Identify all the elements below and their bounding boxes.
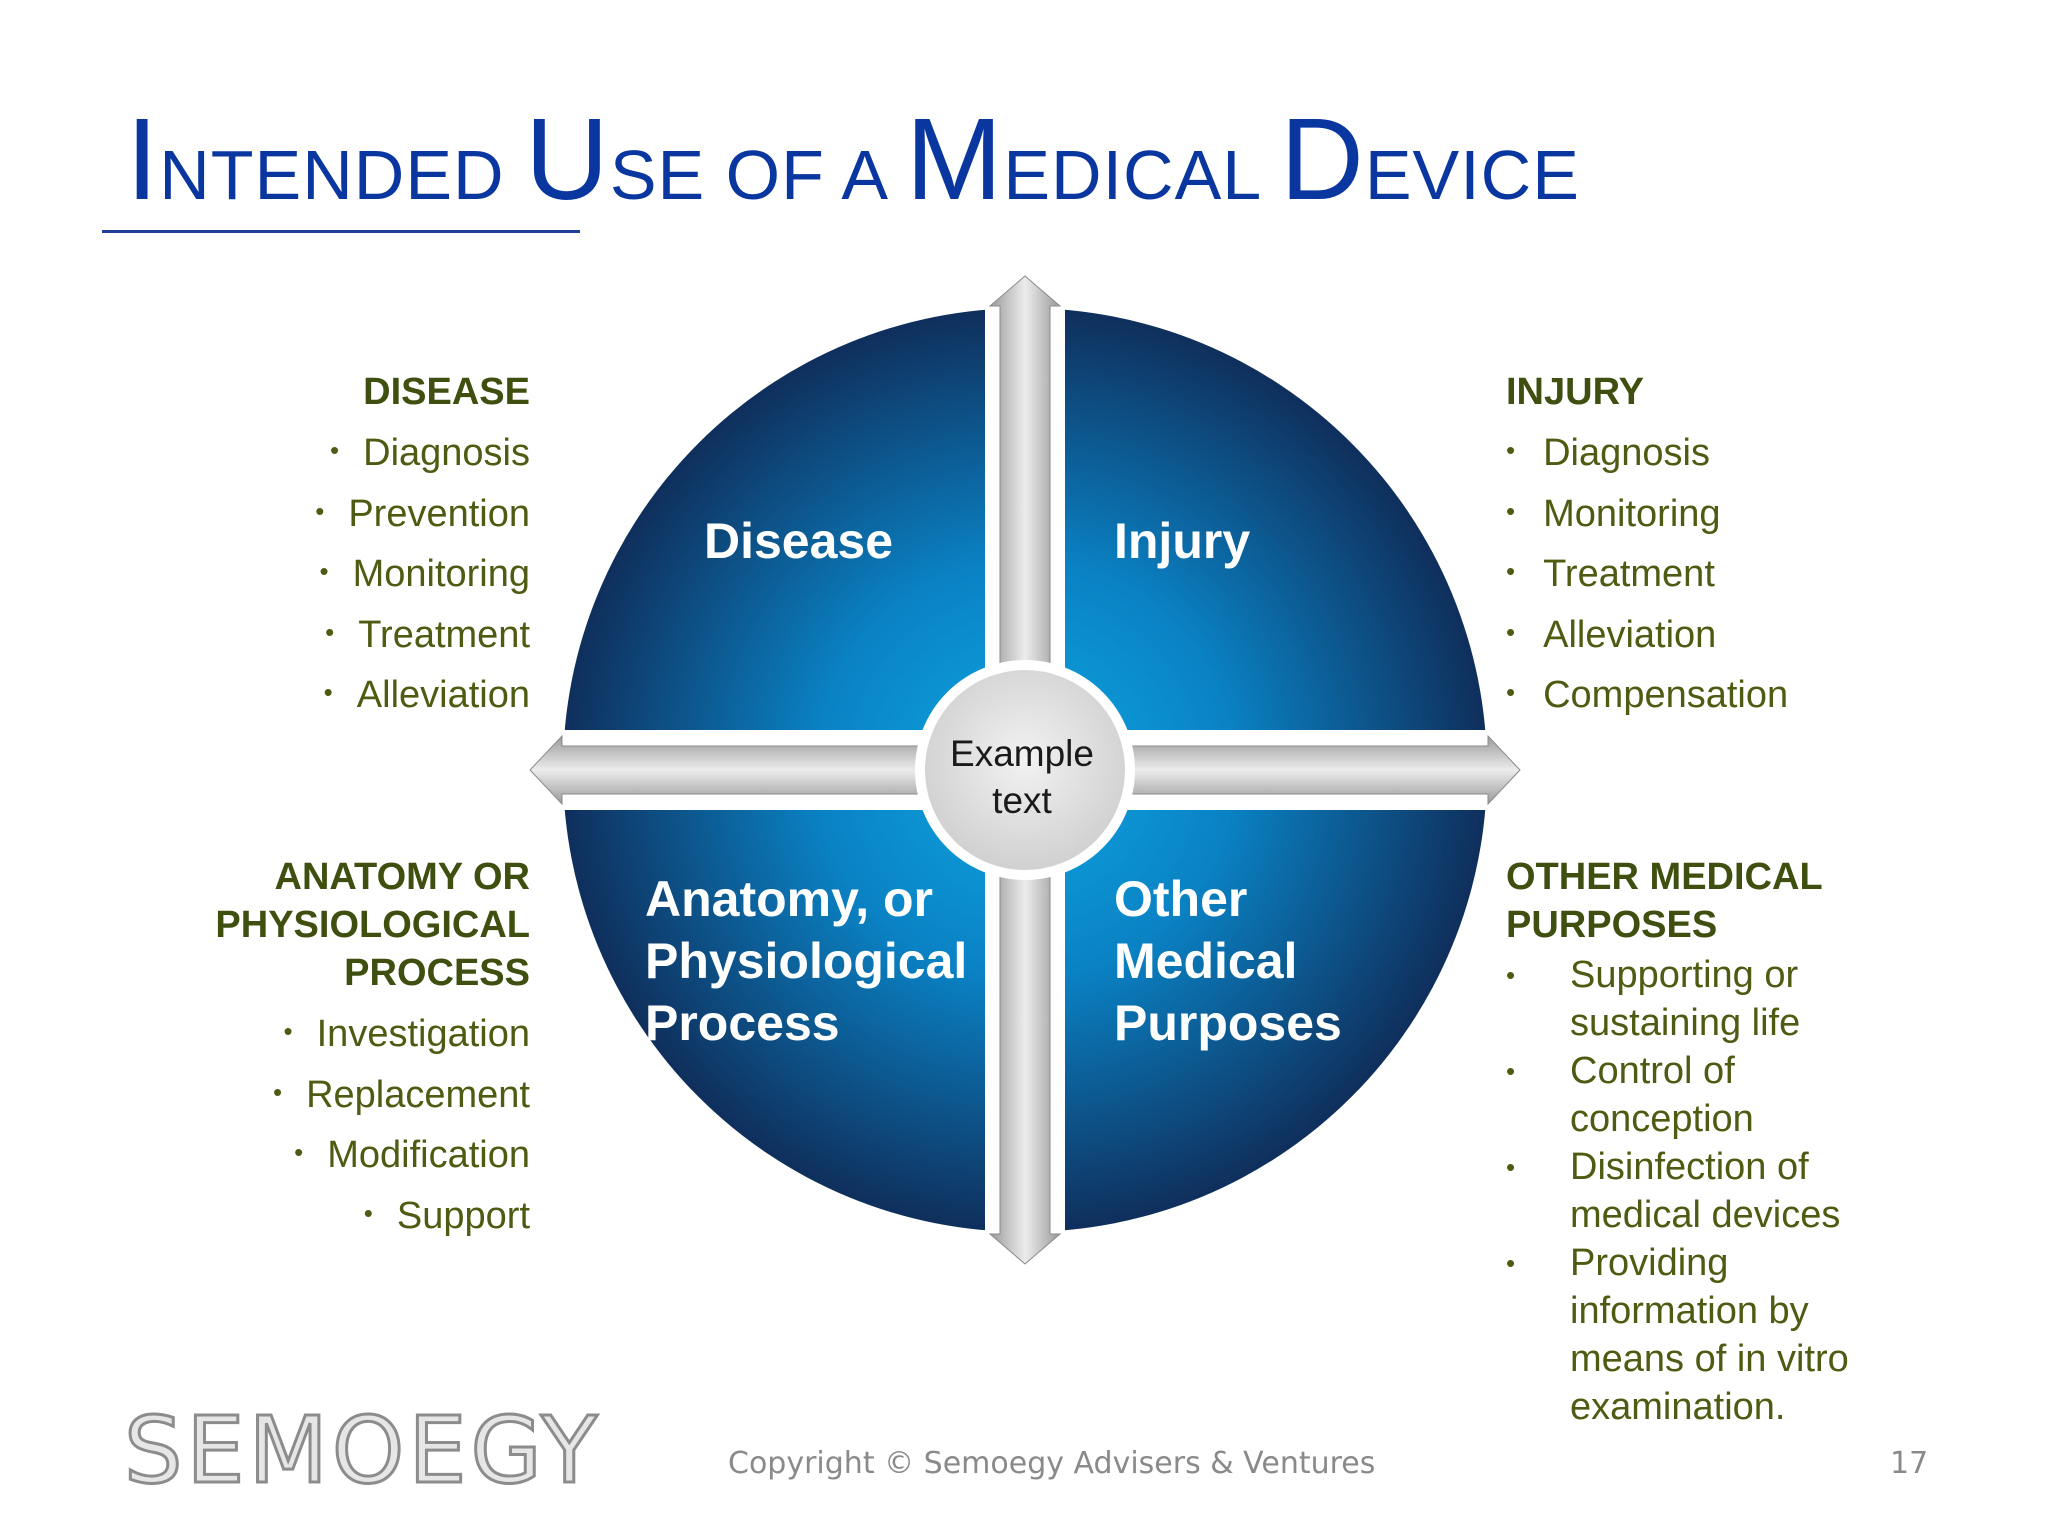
list-item: • Providing information by means of in vi… [1506, 1239, 1870, 1431]
anatomy-heading-line: PHYSIOLOGICAL [215, 904, 530, 946]
bullet-icon: • [319, 556, 329, 586]
other-purposes-panel: OTHER MEDICAL PURPOSES • Supporting or su… [1506, 853, 1870, 1431]
list-item-text: Treatment [358, 613, 530, 656]
list-item-text: Alleviation [1543, 613, 1717, 656]
title-cap-1: I [126, 94, 160, 224]
list-item: • Treatment [315, 604, 530, 665]
title-cap-3: M [905, 94, 1004, 224]
list-item: • Supporting or sustaining life [1506, 951, 1870, 1047]
quadrant-label-disease: Disease [704, 513, 894, 569]
list-item-text: Alleviation [356, 674, 530, 716]
list-item-text: Control of conception [1570, 1050, 1754, 1140]
anatomy-panel: ANATOMY OR PHYSIOLOGICAL PROCESS • Invest… [215, 853, 530, 1245]
list-item-text: Monitoring [352, 553, 530, 595]
bullet-icon: • [1506, 677, 1516, 707]
quadrant-label-other-line: Purposes [1114, 995, 1342, 1051]
list-item: • Monitoring [315, 543, 530, 604]
list-item-text: Disinfection of medical devices [1570, 1146, 1841, 1236]
list-item: • Alleviation [315, 664, 530, 725]
bullet-icon: • [1506, 435, 1516, 465]
injury-panel: INJURY • Diagnosis • Monitoring • Treatment… [1506, 368, 1788, 725]
list-item-text: Diagnosis [1543, 432, 1710, 474]
title-word-1: NTENDED [159, 136, 526, 214]
list-item: • Investigation [215, 1003, 530, 1064]
slide-title: INTENDED USE OF A MEDICAL DEVICE [126, 78, 1946, 240]
other-heading-line: OTHER MEDICAL [1506, 856, 1823, 898]
list-item: • Disinfection of medical devices [1506, 1143, 1870, 1239]
anatomy-heading-line: ANATOMY OR [274, 856, 530, 898]
list-item: • Diagnosis [1506, 422, 1788, 483]
list-item-text: Treatment [1543, 553, 1715, 595]
bullet-icon: • [330, 435, 340, 465]
list-item: • Prevention [315, 483, 530, 544]
semoegy-logo: SEMOEGY [123, 1396, 602, 1506]
list-item: • Treatment [1506, 543, 1788, 604]
bullet-icon: • [1506, 1056, 1516, 1086]
list-item-text: Monitoring [1543, 492, 1721, 535]
list-item: • Diagnosis [315, 422, 530, 483]
quadrant-label-other-line: Medical [1114, 933, 1298, 989]
bullet-icon: • [1506, 960, 1516, 990]
list-item: • Compensation [1506, 664, 1788, 725]
bullet-icon: • [1506, 556, 1516, 586]
title-cap-4: D [1280, 94, 1365, 224]
anatomy-heading: ANATOMY OR PHYSIOLOGICAL PROCESS [215, 853, 530, 997]
list-item-text: Support [396, 1194, 530, 1237]
list-item-text: Compensation [1543, 674, 1789, 716]
other-heading-line: PURPOSES [1506, 904, 1718, 946]
page-number: 17 [1890, 1446, 1929, 1481]
list-item-text: Diagnosis [363, 432, 530, 474]
disease-heading: DISEASE [363, 371, 530, 413]
disease-panel: DISEASE • Diagnosis • Prevention • Monitori… [315, 368, 530, 725]
list-item-text: Modification [327, 1134, 530, 1176]
title-word-2: SE OF A [609, 136, 906, 214]
bullet-icon: • [1506, 616, 1516, 647]
list-item-text: Prevention [348, 492, 530, 535]
list-item-text: Replacement [306, 1073, 530, 1116]
other-list: • Supporting or sustaining life • Control … [1506, 951, 1870, 1431]
title-cap-2: U [525, 94, 610, 224]
anatomy-list: •Investigation •Replacement •Modificatio… [215, 1003, 530, 1245]
list-item-text: Providing information by means of in vit… [1570, 1242, 1849, 1428]
bullet-icon: • [363, 1197, 373, 1228]
bullet-icon: • [1506, 1152, 1516, 1182]
intended-use-diagram [529, 275, 1521, 1265]
bullet-icon: • [272, 1076, 283, 1107]
quadrant-label-other-line: Other [1114, 871, 1248, 927]
bullet-icon: • [325, 616, 335, 647]
disease-list: • Diagnosis • Prevention • Monitoring • Trea… [315, 422, 530, 725]
center-text-line: text [992, 780, 1052, 821]
quadrant-label-anatomy-line: Physiological [645, 933, 968, 989]
bullet-icon: • [294, 1137, 304, 1167]
list-item: • Monitoring [1506, 483, 1788, 544]
bullet-icon: • [1506, 495, 1516, 526]
bullet-icon: • [323, 677, 333, 707]
injury-list: • Diagnosis • Monitoring • Treatment • Allev… [1506, 422, 1788, 725]
injury-heading: INJURY [1506, 371, 1644, 413]
list-item: • Alleviation [1506, 604, 1788, 665]
list-item: • Replacement [215, 1064, 530, 1125]
quadrant-label-anatomy: Anatomy, or Physiological Process [645, 868, 967, 1054]
quadrant-label-anatomy-line: Anatomy, or [645, 871, 933, 927]
center-text-line: Example [950, 733, 1094, 774]
list-item: • Modification [215, 1124, 530, 1185]
title-word-4: EVICE [1364, 136, 1580, 214]
list-item-text: Supporting or sustaining life [1570, 954, 1801, 1044]
title-underline [102, 230, 580, 233]
quadrant-label-injury: Injury [1114, 513, 1251, 569]
list-item-text: Investigation [316, 1013, 530, 1055]
copyright-text: Copyright © Semoegy Advisers & Ventures [728, 1446, 1376, 1481]
center-example-text: Example text [902, 730, 1142, 824]
anatomy-heading-line: PROCESS [344, 952, 530, 994]
quadrant-label-other: Other Medical Purposes [1114, 868, 1342, 1054]
bullet-icon: • [283, 1016, 293, 1046]
title-word-3: EDICAL [1003, 136, 1281, 214]
list-item: • Support [215, 1185, 530, 1246]
quadrant-label-anatomy-line: Process [645, 995, 840, 1051]
center-hub [915, 660, 1135, 880]
bullet-icon: • [315, 495, 325, 526]
other-heading: OTHER MEDICAL PURPOSES [1506, 853, 1870, 949]
bullet-icon: • [1506, 1248, 1516, 1278]
list-item: • Control of conception [1506, 1047, 1870, 1143]
